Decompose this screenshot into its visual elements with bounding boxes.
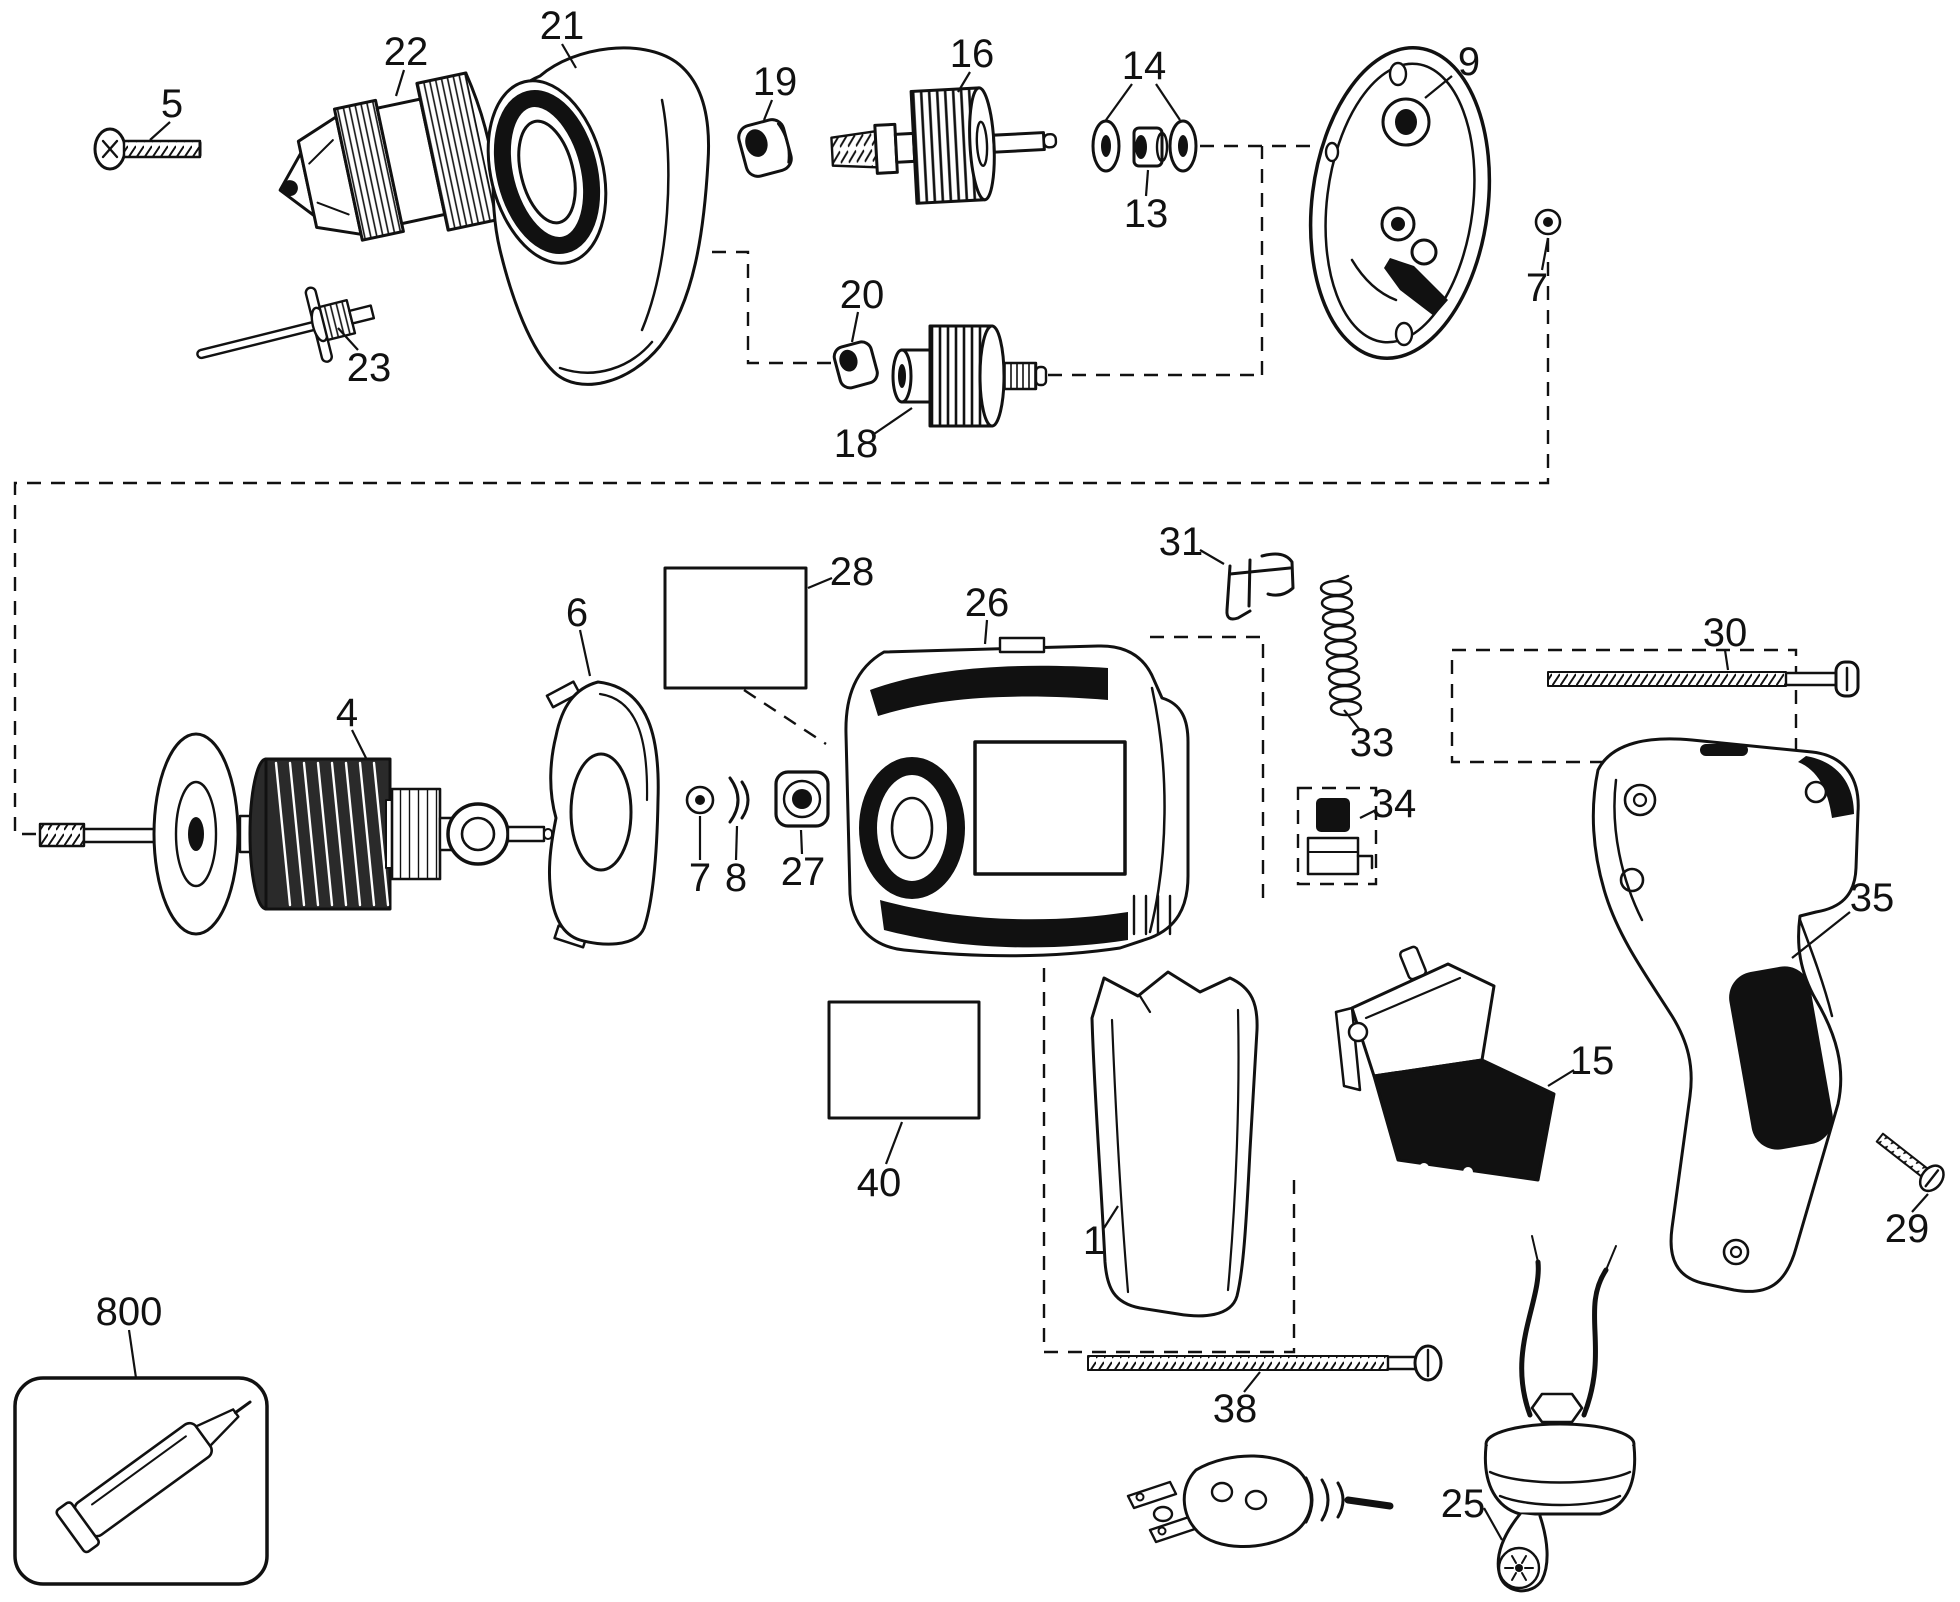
cord-protector-drawing: [1483, 1235, 1637, 1593]
washer-pair-drawing: [1091, 119, 1198, 173]
callout-part-16: 16: [950, 32, 995, 93]
part-number: 33: [1350, 721, 1395, 765]
part-number: 800: [96, 1290, 163, 1334]
callout-part-6: 6: [566, 591, 592, 677]
part-number: 13: [1124, 192, 1169, 236]
part-number: 8: [725, 856, 747, 900]
callout-part-4: 4: [336, 691, 367, 759]
part-number: 20: [840, 273, 885, 317]
callout-part-22: 22: [384, 30, 429, 97]
part-number: 4: [336, 691, 358, 735]
callout-part-14: 14: [1105, 44, 1181, 121]
callouts-layer: 5 22 23 21 19 16 14 13: [96, 4, 1930, 1541]
callout-part-21: 21: [540, 4, 585, 69]
power-plug-drawing: [1126, 1454, 1394, 1549]
part-number: 9: [1458, 40, 1480, 84]
part-number: 34: [1372, 782, 1417, 826]
part-number: 27: [781, 850, 826, 894]
brush-clip-drawing: [1225, 552, 1295, 621]
callout-part-800: 800: [96, 1290, 163, 1379]
handle-screw-29-drawing: [1875, 1132, 1945, 1193]
callout-part-7-right: 7: [1526, 237, 1550, 310]
chuck-key-drawing: [196, 286, 376, 363]
part-number: 30: [1703, 611, 1748, 655]
intermediate-gear-drawing: [891, 324, 1048, 428]
armature-drawing: [38, 732, 553, 936]
callout-part-19: 19: [753, 60, 798, 121]
callout-part-18: 18: [834, 407, 913, 466]
callout-part-26: 26: [965, 581, 1010, 645]
washer-7-right-drawing: [1534, 208, 1562, 236]
spacer-20-drawing: [832, 340, 879, 390]
part-number: 7: [1526, 266, 1548, 310]
callout-part-20: 20: [840, 273, 885, 343]
callout-part-38: 38: [1213, 1371, 1261, 1431]
callout-part-35: 35: [1791, 876, 1895, 959]
assembly-guide-lines: [13, 144, 1798, 1354]
carbon-brush-drawing: [1306, 798, 1374, 876]
part-number: 40: [857, 1161, 902, 1205]
callout-part-5: 5: [149, 82, 183, 141]
part-number: 7: [689, 856, 711, 900]
part-number: 23: [347, 346, 392, 390]
wave-washer-drawing: [728, 776, 750, 824]
field-housing-drawing: [844, 636, 1190, 958]
part-number: 18: [834, 422, 879, 466]
callout-part-27: 27: [781, 829, 826, 894]
callout-part-34: 34: [1359, 782, 1417, 826]
callout-part-25: 25: [1441, 1482, 1503, 1541]
part-number: 25: [1441, 1482, 1486, 1526]
switch-drawing: [1334, 945, 1556, 1182]
part-number: 21: [540, 4, 585, 48]
callout-part-23: 23: [337, 327, 392, 390]
spacer-19-drawing: [737, 118, 793, 178]
bearing-27-drawing: [774, 770, 830, 828]
part-number: 35: [1850, 876, 1895, 920]
callout-part-7-mid: 7: [689, 816, 711, 900]
callout-part-28: 28: [807, 550, 875, 594]
callout-part-9: 9: [1424, 40, 1480, 99]
part-number: 14: [1122, 44, 1167, 88]
part-number: 22: [384, 30, 429, 74]
chuck-drawing: [278, 71, 499, 242]
callout-part-1: 1: [1083, 1205, 1119, 1263]
washer-7-mid-drawing: [685, 785, 715, 815]
nameplate-40-drawing: [827, 1000, 981, 1120]
gearcase-cover-drawing: [1308, 46, 1492, 360]
part-number: 26: [965, 581, 1010, 625]
part-number: 5: [161, 82, 183, 126]
part-number: 31: [1159, 520, 1204, 564]
chuck-screw-drawing: [93, 127, 202, 171]
part-number: 15: [1570, 1039, 1615, 1083]
handle-housing-drawing: [1591, 737, 1860, 1293]
spacer-13-drawing: [1132, 126, 1169, 168]
part-number: 6: [566, 591, 588, 635]
housing-screw-30-drawing: [1547, 660, 1860, 698]
baffle-drawing: [545, 680, 660, 949]
part-number: 38: [1213, 1387, 1258, 1431]
callout-part-30: 30: [1703, 611, 1748, 671]
callout-part-31: 31: [1159, 520, 1225, 565]
part-number: 16: [950, 32, 995, 76]
callout-part-33: 33: [1343, 709, 1395, 765]
part-number: 1: [1083, 1219, 1105, 1263]
grip-screw-38-drawing: [1087, 1344, 1443, 1382]
lubricant-box-drawing: [13, 1376, 269, 1586]
part-number: 29: [1885, 1207, 1930, 1251]
gear-housing-drawing: [486, 46, 711, 386]
part-number: 28: [830, 550, 875, 594]
part-number: 19: [753, 60, 798, 104]
brush-spring-drawing: [1319, 574, 1363, 717]
grip-housing-drawing: [1090, 970, 1259, 1318]
callout-part-13: 13: [1124, 169, 1169, 236]
callout-part-40: 40: [857, 1121, 904, 1205]
spindle-gear-drawing: [830, 86, 1058, 205]
callout-part-8: 8: [725, 825, 747, 900]
callout-part-29: 29: [1885, 1193, 1930, 1251]
callout-part-15: 15: [1547, 1039, 1615, 1087]
nameplate-28-drawing: [663, 566, 808, 690]
